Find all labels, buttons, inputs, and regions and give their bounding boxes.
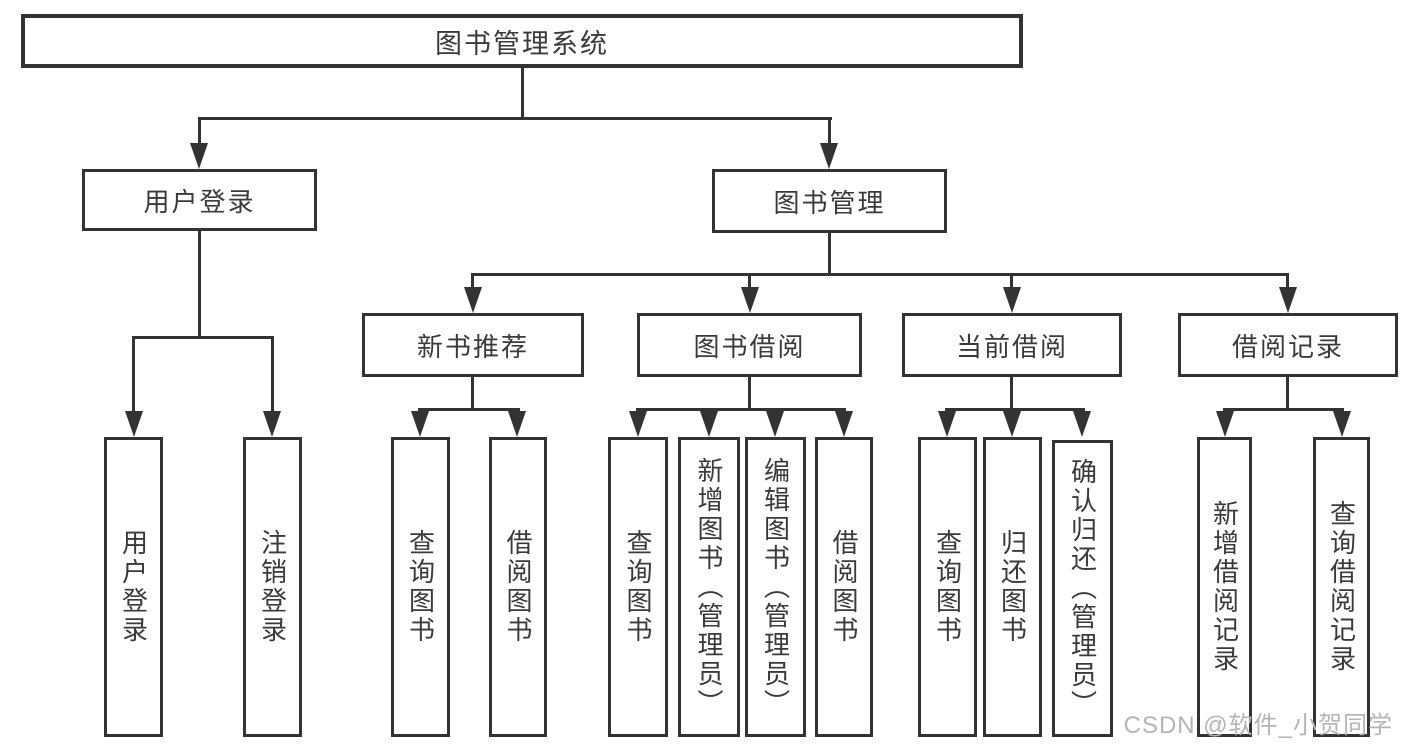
leaf-rec-query-books: 查询图书 [391,437,450,737]
connector-line [748,375,751,411]
connector-line [1286,273,1289,293]
connector-line [828,117,831,149]
arrowhead-icon [1073,411,1091,437]
connector-line [418,408,520,411]
arrowhead-icon [766,411,784,437]
leaf-current-confirm-return-admin: 确认归还（管理员） [1052,440,1113,737]
arrowhead-icon [1279,287,1297,313]
leaf-borrow-borrow-books: 借阅图书 [815,437,873,737]
node-root-title: 图书管理系统 [21,14,1023,68]
leaf-borrow-edit-books-admin: 编辑图书（管理员） [745,437,806,737]
arrowhead-icon [700,411,718,437]
arrowhead-icon [1216,411,1234,437]
arrowhead-icon [820,143,838,169]
leaf-logout-login: 注销登录 [243,437,302,737]
leaf-current-return-books: 归还图书 [983,437,1042,737]
connector-line [636,408,846,411]
node-book-borrowing: 图书借阅 [637,313,862,377]
connector-line [132,336,274,339]
connector-line [471,273,474,293]
arrowhead-icon [125,411,143,437]
connector-line [198,117,201,149]
leaf-records-query-borrow-record: 查询借阅记录 [1313,437,1370,737]
watermark-text: CSDN @软件_小贺同学 [1123,712,1393,739]
leaf-records-add-borrow-record: 新增借阅记录 [1197,437,1252,737]
node-new-book-recommend: 新书推荐 [362,313,584,377]
connector-line [198,117,832,120]
arrowhead-icon [1333,411,1351,437]
connector-line [471,375,474,411]
connector-line [132,336,135,416]
arrowhead-icon [1003,287,1021,313]
node-book-management: 图书管理 [712,169,947,233]
connector-line [471,273,1289,276]
connector-line [945,408,1085,411]
arrowhead-icon [1003,411,1021,437]
arrowhead-icon [263,411,281,437]
connector-line [828,231,831,276]
leaf-borrow-add-books-admin: 新增图书（管理员） [678,437,740,737]
leaf-current-query-books: 查询图书 [918,437,977,737]
node-user-login: 用户登录 [82,169,317,231]
leaf-rec-borrow-books: 借阅图书 [489,437,547,737]
node-current-borrowing: 当前借阅 [902,313,1122,377]
leaf-borrow-query-books: 查询图书 [608,437,668,737]
arrowhead-icon [190,143,208,169]
connector-line [1223,408,1344,411]
arrowhead-icon [938,411,956,437]
node-borrowing-records: 借阅记录 [1178,313,1398,377]
arrowhead-icon [629,411,647,437]
connector-line [1010,273,1013,293]
connector-line [271,336,274,416]
connector-line [1286,375,1289,411]
arrowhead-icon [741,287,759,313]
arrowhead-icon [464,287,482,313]
connector-line [198,229,201,339]
arrowhead-icon [835,411,853,437]
connector-line [521,66,524,119]
leaf-user-login: 用户登录 [104,437,163,737]
arrowhead-icon [411,411,429,437]
arrowhead-icon [508,411,526,437]
connector-line [748,273,751,293]
connector-line [1010,375,1013,411]
